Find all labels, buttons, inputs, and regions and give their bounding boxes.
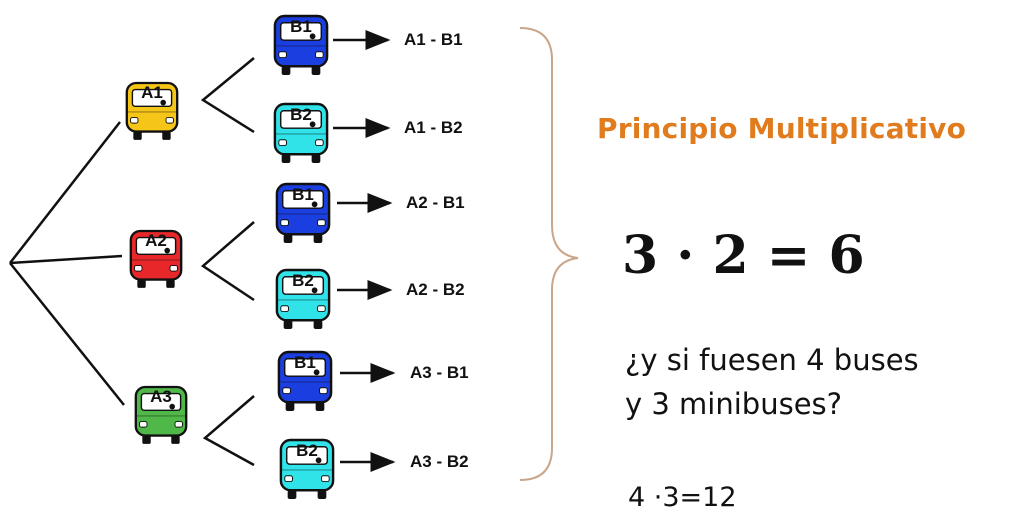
minibus-3: B1 xyxy=(274,180,332,246)
bus-a2-label: A2 xyxy=(145,231,167,250)
minibus-1-label: B1 xyxy=(290,17,312,36)
question: ¿y si fuesen 4 buses y 3 minibuses? xyxy=(625,338,1015,426)
branch-a3 xyxy=(202,395,255,467)
outcome-6: A3 - B2 xyxy=(410,452,469,471)
minibus-5: B1 xyxy=(276,348,334,414)
outcome-3: A2 - B1 xyxy=(406,193,465,212)
minibus-2: B2 xyxy=(272,100,330,166)
minibus-4-label: B2 xyxy=(292,271,314,290)
root-branch-a2 xyxy=(9,254,123,265)
minibus-4: B2 xyxy=(274,266,332,332)
title: Principio Multiplicativo xyxy=(597,112,967,145)
outcome-4: A2 - B2 xyxy=(406,280,465,299)
minibus-5-label: B1 xyxy=(294,353,316,372)
branch-a1 xyxy=(200,57,255,134)
branch-a2 xyxy=(200,221,255,302)
bus-a3-label: A3 xyxy=(150,387,172,406)
minibus-6: B2 xyxy=(278,436,336,502)
outcome-2: A1 - B2 xyxy=(404,118,463,137)
minibus-3-label: B1 xyxy=(292,185,314,204)
outcome-5: A3 - B1 xyxy=(410,363,469,382)
bus-a1: A1 xyxy=(124,78,180,144)
outcome-1: A1 - B1 xyxy=(404,30,463,49)
answer: 4 ·3=12 xyxy=(628,482,737,513)
bus-a1-label: A1 xyxy=(141,83,163,102)
bus-a2: A2 xyxy=(128,226,184,292)
minibus-2-label: B2 xyxy=(290,105,312,124)
bus-a3: A3 xyxy=(133,382,189,448)
minibus-1: B1 xyxy=(272,12,330,78)
question-line-1: ¿y si fuesen 4 buses xyxy=(625,343,919,377)
formula: 3 · 2 = 6 xyxy=(622,225,865,286)
curly-brace xyxy=(519,27,579,481)
question-line-2: y 3 minibuses? xyxy=(625,387,843,421)
root-branch-a1 xyxy=(9,121,121,264)
minibus-6-label: B2 xyxy=(296,441,318,460)
root-branch-a3 xyxy=(9,262,125,406)
